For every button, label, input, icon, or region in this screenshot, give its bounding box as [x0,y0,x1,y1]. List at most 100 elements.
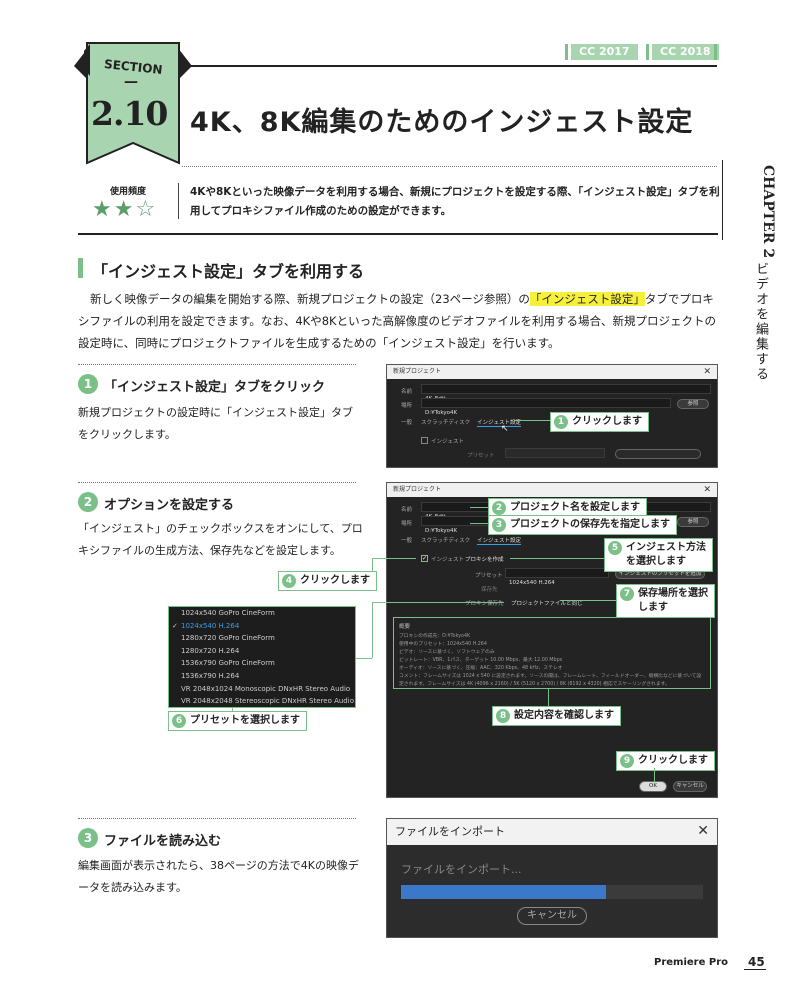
preset-option[interactable]: VR 2048x2048 Stereoscopic DNxHR Stereo A… [169,695,355,708]
window-title: 新規プロジェクト [387,483,717,497]
callout-line [372,602,373,658]
tab-general[interactable]: 一般 [401,538,413,544]
page-number: 45 [748,955,765,969]
name-label: 名前 [401,507,413,513]
intro-rule [78,233,718,235]
preset-option[interactable]: 1536x790 H.264 [169,670,355,683]
preset-option-label: 1024x540 H.264 [181,621,240,630]
callout-line [470,523,490,524]
frequency-label: 使用頻度 [110,187,147,197]
tab-scratch-disk[interactable]: スクラッチディスク [421,420,471,426]
callout-line [548,688,549,708]
tab-scratch-disk[interactable]: スクラッチディスク [421,538,471,544]
browse-button[interactable]: 参照 [677,517,709,527]
paragraph-text: タブでプロキシファイルの利用を設定できます。なお、4Kや8Kといった高解像度のビ… [78,292,717,350]
ingest-checkbox-checked[interactable]: ✓ [421,555,428,562]
preset-option[interactable]: VR 2048x1024 Monoscopic DNxHR Stereo Aud… [169,683,355,696]
callout-number: 2 [492,501,506,515]
step-number: 2 [78,492,98,512]
version-badge-2017: CC 2017 [571,44,638,60]
summary-line: 使用中のプリセット：1024x540 H.264 [399,642,487,647]
preset-option-label: 1280x720 GoPro CineForm [181,634,275,643]
proxy-destination-label: プロキシ保存先 [465,601,504,607]
preset-option-label: VR 2048x2048 Stereoscopic DNxHR Stereo A… [181,697,354,706]
preset-option[interactable]: 1024x540 GoPro CineForm [169,607,355,620]
ok-button[interactable]: OK [639,781,667,792]
location-label: 場所 [401,521,413,527]
side-rule [722,160,723,240]
summary-line: ビットレート：VBR、1パス、ターゲット 10.00 Mbps、最大 12.00… [399,658,563,663]
new-project-window: 新規プロジェクト ✕ 名前 4K_Edit 場所 D:¥Tokyo4K 参照 一… [386,364,718,468]
callout-line [560,600,618,601]
tab-ingest-settings[interactable]: インジェスト設定 [477,420,522,427]
preset-option-label: 1536x790 H.264 [181,671,240,680]
tab-ingest-settings[interactable]: インジェスト設定 [477,538,522,545]
preset-dropdown[interactable] [505,448,605,458]
step-divider [78,364,356,365]
name-field[interactable]: 4K_Edit [421,384,711,402]
close-icon[interactable]: ✕ [697,823,709,839]
preset-label: プリセット [475,573,503,579]
callout-number: 3 [492,518,506,532]
section-heading: 「インジェスト設定」タブを利用する [92,262,365,281]
callout-line [654,768,655,784]
preset-option[interactable]: 1280x720 H.264 [169,645,355,658]
title-rule [182,65,717,67]
cancel-button[interactable]: キャンセル [517,907,587,925]
step-description: 編集画面が表示されたら、38ページの方法で4Kの映像データを読み込みます。 [78,859,359,894]
chapter-subtitle: ビデオを編集する [753,262,768,382]
heading-bar [78,258,83,278]
version-badge-2018: CC 2018 [652,44,719,60]
ingest-checkbox[interactable] [421,437,428,444]
callout-text: プリセットを選択します [190,715,300,726]
intro-divider [178,183,179,219]
preset-option[interactable]: 1536x790 GoPro CineForm [169,657,355,670]
preset-option-label: 1536x790 GoPro CineForm [181,659,275,668]
preset-option[interactable]: 1280x720 GoPro CineForm [169,632,355,645]
callout-number: 9 [620,754,634,768]
window-title: 新規プロジェクト [387,365,717,379]
close-icon[interactable]: ✕ [703,485,711,495]
import-status: ファイルをインポート... [401,863,522,876]
callout-line [372,558,373,578]
proxy-destination-value[interactable]: プロジェクトファイルと同じ [511,601,583,607]
location-value: D:¥Tokyo4K [425,410,458,416]
section-number: 2.10 [91,94,168,133]
callout-text: クリックします [572,416,642,427]
step-divider [78,482,356,483]
ingest-label: インジェスト [431,439,465,445]
add-preset-button[interactable] [615,449,701,459]
callout-line [356,658,372,659]
badge-fold-right [178,48,192,80]
callout-text: します [638,602,668,613]
badge-fold-left [74,48,88,80]
callout-number: 7 [620,587,634,601]
preset-option[interactable]: ✓1024x540 H.264 [169,620,355,633]
destination-label: 保存先 [481,587,498,593]
close-icon[interactable]: ✕ [703,367,711,377]
cancel-button[interactable]: キャンセル [673,781,707,792]
location-field[interactable]: D:¥Tokyo4K [421,398,671,416]
browse-button[interactable]: 参照 [677,399,709,409]
tab-general[interactable]: 一般 [401,420,413,426]
callout-number: 5 [608,541,622,555]
callout-line [514,420,550,421]
ingest-method-value[interactable]: プロキシを作成 [465,557,504,563]
preset-dropdown[interactable]: 1024x540 H.264 [505,568,609,586]
summary-line: 定されます。フレームサイズは 4K (4096 x 2160) / 5K (51… [399,682,670,687]
title-divider [182,166,717,167]
cursor-icon: ↖ [501,424,509,434]
location-label: 場所 [401,403,413,409]
callout-text: インジェスト方法 [626,542,706,553]
callout-line [372,558,416,559]
